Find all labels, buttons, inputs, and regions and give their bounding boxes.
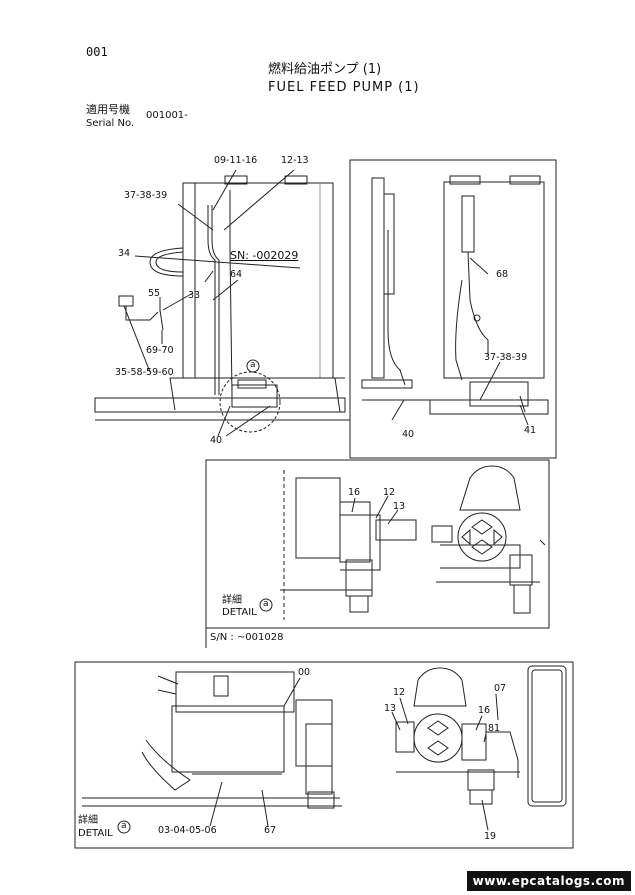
callout-main-37-38-39: 37-38-39	[124, 190, 168, 201]
detail-marker-circle	[246, 359, 260, 373]
detail-lower-label-jp: 詳細	[78, 815, 98, 826]
callout-main-12-13: 12-13	[281, 155, 309, 166]
callout-lower-19: 19	[484, 831, 497, 842]
callout-upper-12: 12	[383, 487, 396, 498]
callout-lower-00: 00	[298, 667, 311, 678]
detail-upper-label-en: DETAIL	[222, 607, 257, 618]
callout-main-sn: SN: -002029	[230, 249, 299, 262]
detail-lower-marker: a	[121, 821, 127, 831]
callout-main-33: 33	[188, 290, 201, 301]
main-detail-marker: a	[250, 360, 256, 370]
callout-upper-13: 13	[393, 501, 406, 512]
serial-label-en: Serial No.	[86, 118, 135, 129]
serial-label-jp: 適用号機	[86, 103, 130, 116]
main-tank-drawing	[94, 169, 350, 437]
title-en: FUEL FEED PUMP (1)	[268, 80, 420, 95]
callout-lower-07: 07	[494, 683, 507, 694]
page-number: 001	[86, 45, 108, 59]
callout-lower-16: 16	[478, 705, 491, 716]
detail-upper-marker: a	[263, 599, 269, 609]
callout-main-55: 55	[148, 288, 161, 299]
side-views-drawing	[349, 159, 557, 459]
callout-upper-16: 16	[348, 487, 361, 498]
detail-lower-drawing	[74, 661, 574, 849]
callout-side-68: 68	[496, 269, 509, 280]
serial-value: 001001-	[146, 110, 188, 121]
callout-main-40: 40	[210, 435, 223, 446]
callout-lower-03-04-05-06: 03-04-05-06	[158, 825, 217, 836]
callout-lower-13: 13	[384, 703, 397, 714]
callout-side-40: 40	[402, 429, 415, 440]
detail-upper-label-jp: 詳細	[222, 595, 242, 606]
watermark-link[interactable]: www.epcatalogs.com	[466, 871, 631, 891]
detail-upper-sn: S/N : ~001028	[210, 632, 284, 643]
title-jp: 燃料給油ポンプ (1)	[268, 62, 382, 77]
callout-main-69-70: 69-70	[146, 345, 174, 356]
callout-main-09-11-16: 09-11-16	[214, 155, 258, 166]
callout-lower-67: 67	[264, 825, 277, 836]
callout-main-34: 34	[118, 248, 131, 259]
callout-lower-12: 12	[393, 687, 406, 698]
detail-lower-label-en: DETAIL	[78, 828, 113, 839]
callout-side-41: 41	[524, 425, 537, 436]
callout-lower-81: 81	[488, 723, 501, 734]
callout-side-37-38-39: 37-38-39	[484, 352, 528, 363]
detail-upper-drawing	[205, 459, 550, 648]
callout-main-35-58-59-60: 35-58-59-60	[115, 367, 174, 378]
callout-main-64: 64	[230, 269, 243, 280]
